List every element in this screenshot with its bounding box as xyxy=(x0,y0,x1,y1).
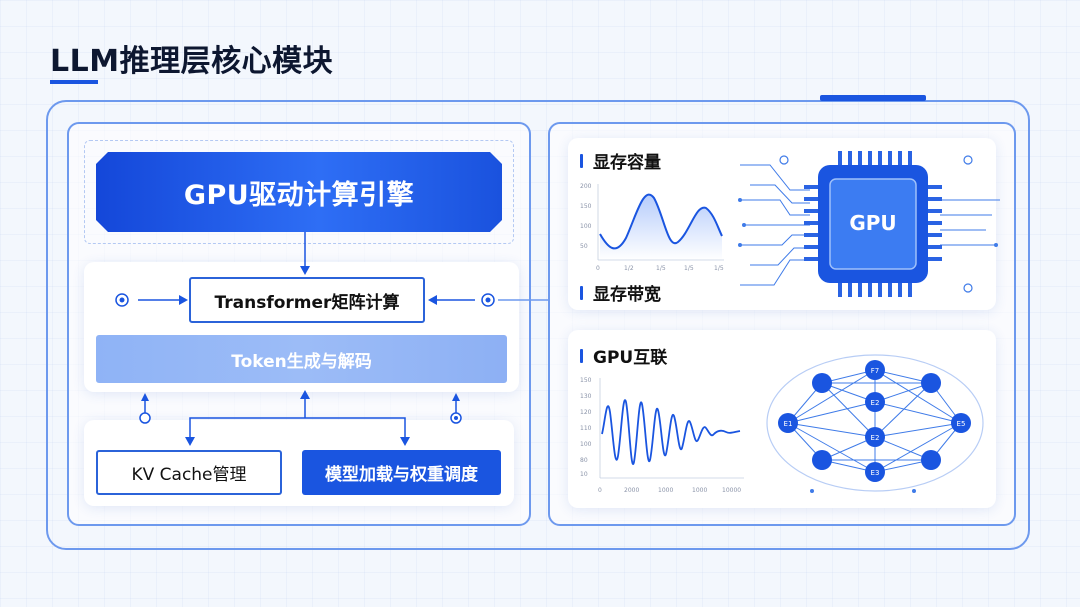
y-tick: 50 xyxy=(580,243,588,250)
network-ring xyxy=(766,354,984,492)
chip-label: GPU xyxy=(849,211,896,235)
network-nodes xyxy=(778,360,971,482)
x-tick: 1000 xyxy=(658,487,673,494)
page-title: LLM推理层核心模块 xyxy=(50,44,334,79)
interconnect-label: GPU互联 xyxy=(580,343,667,368)
token-bar: Token生成与解码 xyxy=(96,335,507,383)
memory-bandwidth-text: 显存带宽 xyxy=(593,285,661,305)
wave-area xyxy=(600,194,722,260)
y-tick: 200 xyxy=(580,183,592,190)
memory-capacity-text: 显存容量 xyxy=(593,153,661,173)
trace-node xyxy=(963,155,973,165)
x-tick: 1/5 xyxy=(714,265,724,272)
engine-dashed-frame xyxy=(84,140,514,244)
outer-frame xyxy=(46,100,1030,550)
x-tick: 0 xyxy=(598,487,602,494)
accent-tick xyxy=(580,348,583,363)
wave-line xyxy=(599,193,723,250)
memory-wave-chart: 200 150 100 50 0 1/2 1/5 1/5 1/5 xyxy=(580,183,724,272)
x-tick: 2000 xyxy=(624,487,639,494)
oscillation-line xyxy=(601,399,741,465)
transformer-box: Transformer矩阵计算 xyxy=(189,277,425,323)
memory-bandwidth-label: 显存带宽 xyxy=(580,280,661,305)
accent-tick xyxy=(580,285,583,300)
node-label: E1 xyxy=(784,420,793,428)
node-label: F7 xyxy=(871,367,879,375)
x-tick: 10000 xyxy=(722,487,741,494)
node-label: E2 xyxy=(871,434,880,442)
y-tick: 10 xyxy=(580,471,588,478)
interconnect-wave-chart: 150 130 120 110 100 80 10 0 2000 1000 10… xyxy=(580,377,744,494)
gpu-engine-banner: GPU驱动计算引擎 xyxy=(96,152,502,232)
y-tick: 120 xyxy=(580,409,592,416)
gpu-network-graphic: F7 E2 E2 E3 E1 E5 xyxy=(766,354,984,493)
circuit-traces xyxy=(740,164,1000,286)
model-load-box: 模型加载与权重调度 xyxy=(302,450,501,495)
node-label: E3 xyxy=(871,469,880,477)
trace-node xyxy=(963,283,973,293)
x-tick: 1/5 xyxy=(684,265,694,272)
y-tick: 110 xyxy=(580,425,592,432)
chip-pins xyxy=(804,151,942,297)
interconnect-text: GPU互联 xyxy=(593,348,668,368)
y-tick: 150 xyxy=(580,377,592,384)
x-tick: 1000 xyxy=(692,487,707,494)
title-underline xyxy=(50,80,98,84)
node-label: E2 xyxy=(871,399,880,407)
memory-capacity-label: 显存容量 xyxy=(580,148,661,173)
y-tick: 80 xyxy=(580,457,588,464)
x-tick: 1/5 xyxy=(656,265,666,272)
y-tick: 150 xyxy=(580,203,592,210)
node-label: E5 xyxy=(957,420,966,428)
chip-die xyxy=(829,178,917,270)
kv-cache-box: KV Cache管理 xyxy=(96,450,282,495)
outer-frame-tab xyxy=(820,95,926,101)
trace-node xyxy=(779,155,789,165)
x-tick: 1/2 xyxy=(624,265,634,272)
y-tick: 130 xyxy=(580,393,592,400)
y-tick: 100 xyxy=(580,223,592,230)
y-tick: 100 xyxy=(580,441,592,448)
gpu-chip-graphic: GPU xyxy=(738,151,1000,297)
accent-tick xyxy=(580,153,583,168)
x-tick: 0 xyxy=(596,265,600,272)
